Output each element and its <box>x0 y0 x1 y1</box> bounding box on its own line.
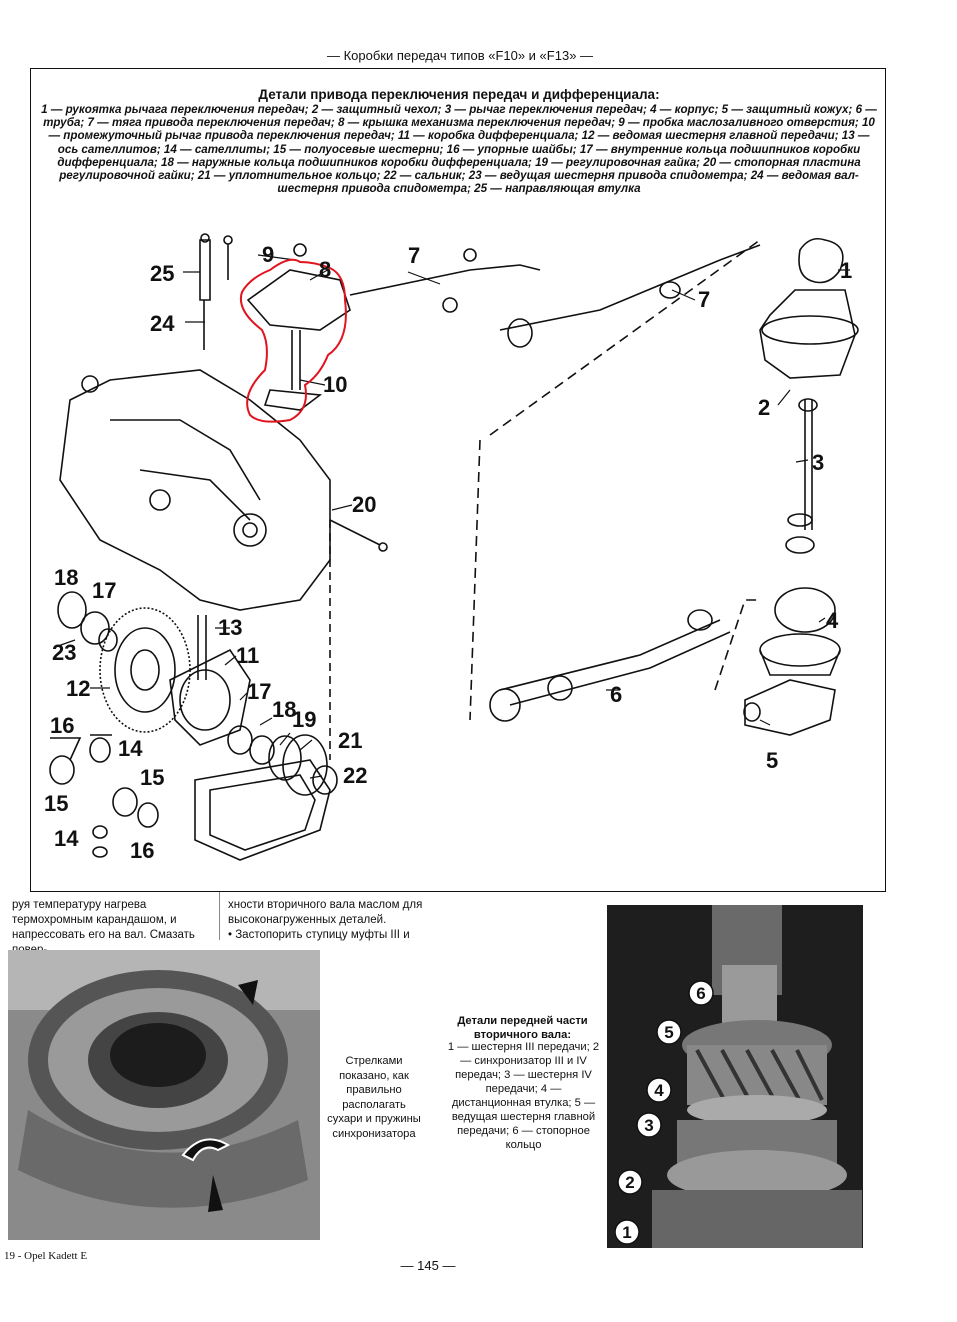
callout-17b: 17 <box>247 679 271 704</box>
photo1-caption: Стрелками показано, как правильно распол… <box>327 1055 421 1140</box>
photo2-callout-6: 6 <box>696 984 705 1003</box>
callout-21: 21 <box>338 728 362 753</box>
callout-5: 5 <box>766 748 778 773</box>
callout-14b: 14 <box>54 826 79 851</box>
highlight-outline <box>240 258 347 423</box>
callout-1: 1 <box>840 258 852 283</box>
callout-13: 13 <box>218 615 242 640</box>
callout-16b: 16 <box>130 838 154 863</box>
figure-frame: Детали привода переключения передач и ди… <box>30 68 886 892</box>
callout-8: 8 <box>319 257 331 282</box>
photo2-callout-1: 1 <box>622 1223 631 1242</box>
shift-tube <box>499 619 731 706</box>
callout-10: 10 <box>323 372 347 397</box>
callout-11: 11 <box>236 643 259 668</box>
running-header: — Коробки передач типов «F10» и «F13» — <box>326 48 594 63</box>
callout-7a: 7 <box>408 243 420 268</box>
callout-7b: 7 <box>698 287 710 312</box>
synchronizer-photo <box>8 950 320 1240</box>
callout-16a: 16 <box>50 713 74 738</box>
callout-22: 22 <box>343 763 367 788</box>
shift-housing <box>774 587 836 633</box>
photo2-callout-3: 3 <box>644 1116 653 1135</box>
boot <box>759 289 856 379</box>
figure-caption: 1 — рукоятка рычага переключения передач… <box>41 103 877 196</box>
footer-book-title: 19 - Opel Kadett E <box>4 1250 88 1262</box>
callout-24: 24 <box>150 311 175 336</box>
callout-20: 20 <box>352 492 376 517</box>
photo2-title: Детали передней части вторичного вала: <box>457 1015 588 1041</box>
callout-18a: 18 <box>54 565 78 590</box>
ring-gear <box>99 607 191 733</box>
body-text-col1: руя температуру нагрева термохромным кар… <box>12 899 195 956</box>
shift-cover <box>246 269 351 331</box>
callout-17a: 17 <box>92 578 116 603</box>
column-divider <box>219 892 220 940</box>
callout-15a: 15 <box>140 765 164 790</box>
photo2-callout-5: 5 <box>664 1023 673 1042</box>
body-text-col2: хности вторичного вала маслом для высоко… <box>228 899 423 941</box>
photo2-caption: 1 — шестерня III передачи; 2 — синхрониз… <box>447 1041 600 1151</box>
callout-14a: 14 <box>118 736 143 761</box>
page-number: — 145 — <box>400 1258 456 1273</box>
oil-pan <box>194 759 331 861</box>
photo2-callout-2: 2 <box>625 1173 634 1192</box>
callout-19: 19 <box>292 707 316 732</box>
gearbox-housing <box>59 369 331 611</box>
callout-4: 4 <box>826 608 839 633</box>
callout-15b: 15 <box>44 791 68 816</box>
secondary-shaft-photo: 6 5 4 3 2 1 <box>607 905 863 1248</box>
callout-9: 9 <box>262 242 274 267</box>
callout-23: 23 <box>52 640 76 665</box>
figure-title: Детали привода переключения передач и ди… <box>258 87 660 102</box>
shift-rod <box>349 264 541 296</box>
photo2-callout-4: 4 <box>654 1081 664 1100</box>
gear-knob <box>798 237 844 284</box>
callout-2: 2 <box>758 395 770 420</box>
callout-6: 6 <box>610 682 622 707</box>
callout-12: 12 <box>66 676 90 701</box>
callout-18b: 18 <box>272 697 296 722</box>
callout-25: 25 <box>150 261 174 286</box>
callout-3: 3 <box>812 450 824 475</box>
